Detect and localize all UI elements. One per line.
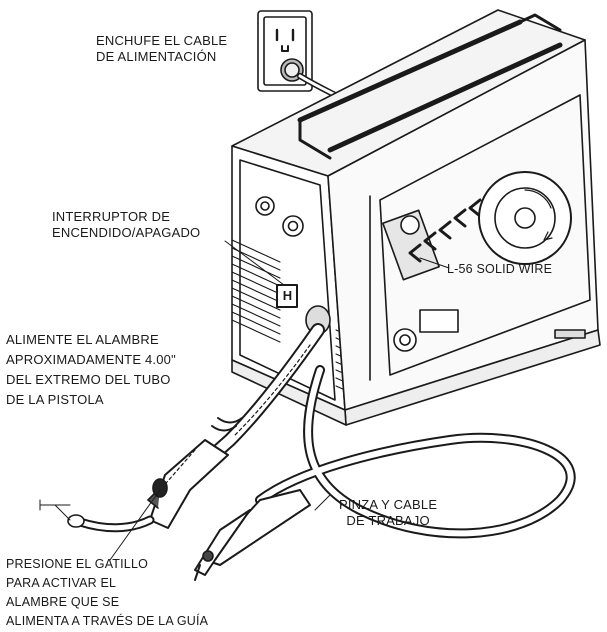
power-switch-label-line-1: INTERRUPTOR DE — [52, 209, 171, 224]
wire-spool-label-text: L-56 SOLID WIRE — [447, 262, 553, 276]
outlet-label-line-1: ENCHUFE EL CABLE — [96, 33, 228, 48]
trigger-label-line-4: ALIMENTA A TRAVÉS DE LA GUÍA — [6, 614, 209, 628]
work-clamp — [194, 489, 311, 581]
trigger-label: PRESIONE EL GATILLO PARA ACTIVAR EL ALAM… — [6, 555, 208, 631]
leader-lines — [109, 240, 450, 561]
trigger-label-line-1: PRESIONE EL GATILLO — [6, 557, 149, 571]
work-clamp-label: PINZA Y CABLE DE TRABAJO — [339, 497, 437, 529]
feed-wire-label-line-4: DE LA PISTOLA — [6, 392, 104, 407]
feed-wire-label-line-1: ALIMENTE EL ALAMBRE — [6, 332, 159, 347]
outlet-label-line-2: DE ALIMENTACIÓN — [96, 49, 217, 64]
work-clamp-label-line-2: DE TRABAJO — [346, 513, 430, 528]
outlet-label: ENCHUFE EL CABLE DE ALIMENTACIÓN — [96, 33, 227, 65]
feed-wire-label-line-3: DEL EXTREMO DEL TUBO — [6, 372, 171, 387]
trigger-label-line-3: ALAMBRE QUE SE — [6, 595, 120, 609]
feed-wire-label-line-2: APROXIMADAMENTE 4.00" — [6, 352, 176, 367]
trigger-label-line-2: PARA ACTIVAR EL — [6, 576, 117, 590]
work-clamp-label-line-1: PINZA Y CABLE — [339, 497, 438, 512]
power-switch-label-line-2: ENCENDIDO/APAGADO — [52, 225, 201, 240]
wall-outlet-icon — [257, 10, 313, 92]
welding-gun — [39, 439, 229, 533]
power-switch-icon: H — [282, 288, 293, 303]
power-switch-label: INTERRUPTOR DE ENCENDIDO/APAGADO — [52, 209, 200, 241]
feed-wire-label: ALIMENTE EL ALAMBRE APROXIMADAMENTE 4.00… — [6, 330, 176, 410]
wire-spool-label: L-56 SOLID WIRE — [447, 261, 552, 277]
welder-body — [231, 9, 601, 426]
